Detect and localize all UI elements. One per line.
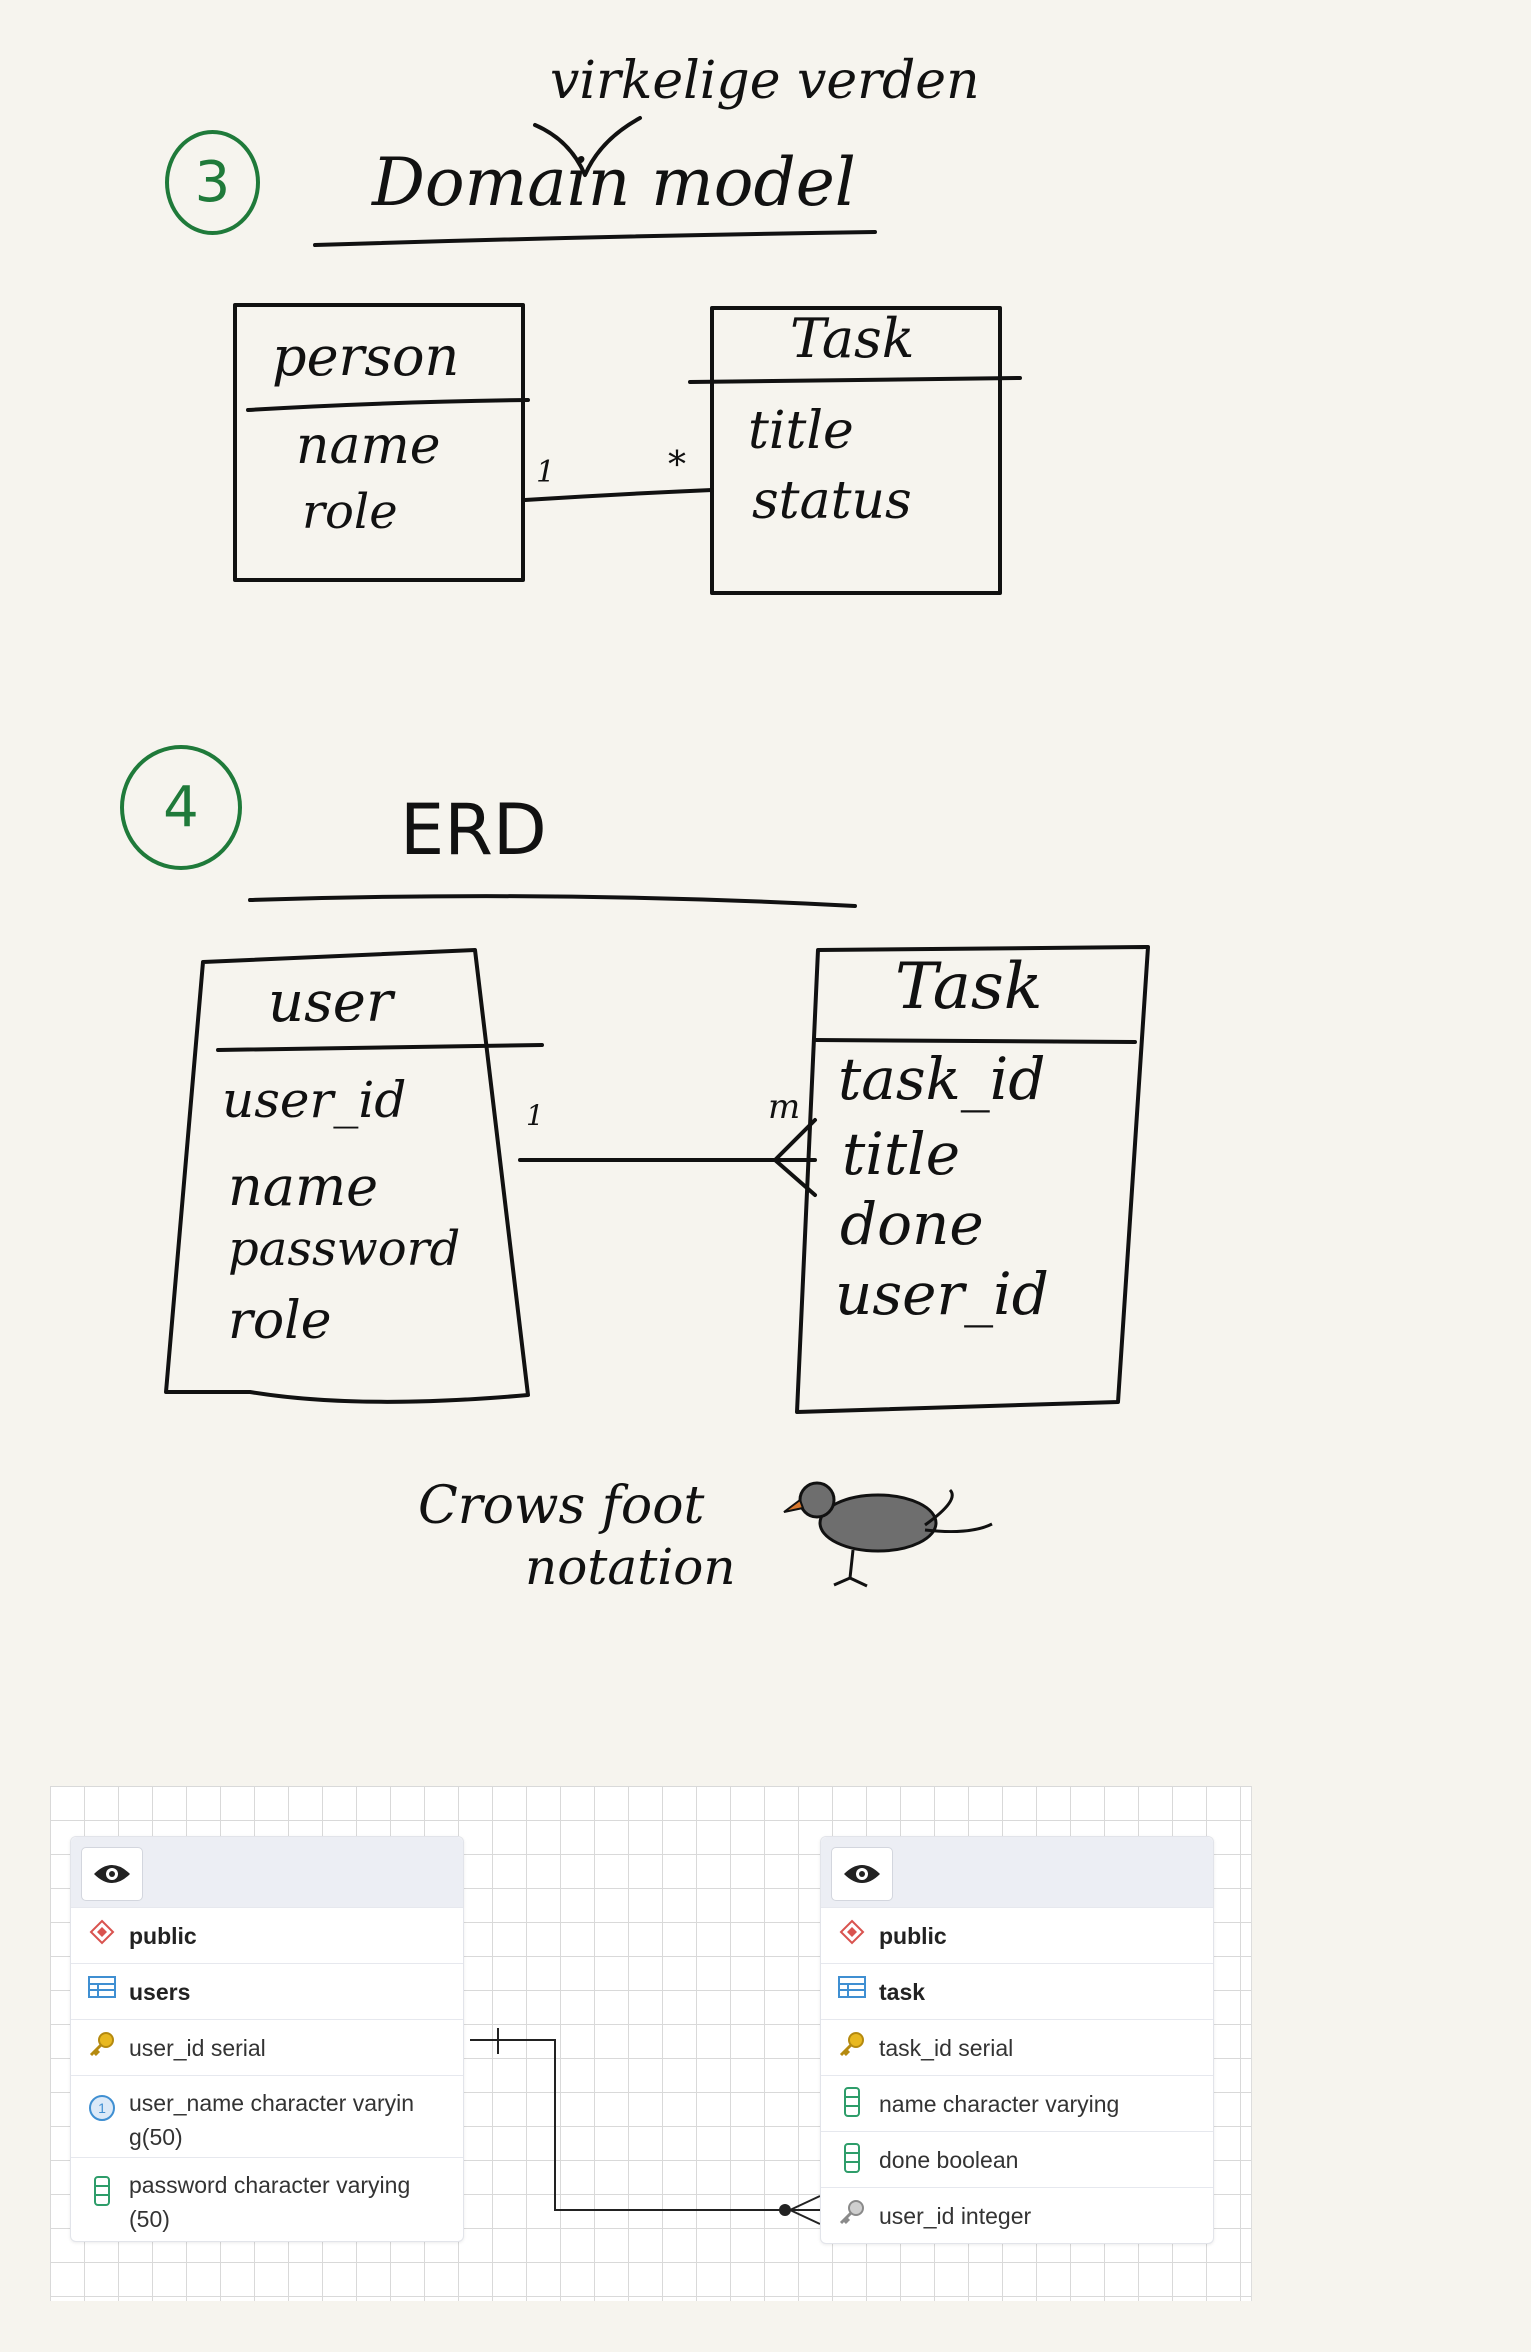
task-divider (688, 376, 1022, 384)
schema-row[interactable]: public (71, 1907, 463, 1963)
person-attr-role: role (302, 484, 398, 540)
sketch-strokes (164, 116, 1150, 1588)
primary-key-icon (85, 2031, 119, 2059)
unique-constraint-icon: 1 (85, 2086, 119, 2122)
person-attr-name: name (296, 416, 441, 476)
column-row[interactable]: done boolean (821, 2131, 1213, 2187)
column-row[interactable]: task_id serial (821, 2019, 1213, 2075)
table-name-row[interactable]: users (71, 1963, 463, 2019)
eye-icon[interactable] (81, 1847, 143, 1901)
multiplicity-many: * (668, 445, 686, 486)
user-attr-name: name (228, 1155, 379, 1218)
table-icon (835, 1975, 869, 1999)
users-table-header (71, 1837, 463, 1907)
schema-icon (835, 1919, 869, 1945)
column-row[interactable]: user_id integer (821, 2187, 1213, 2243)
user-box (164, 948, 530, 1404)
annotation-text: virkelige verden (550, 51, 980, 111)
caption-notation: notation (525, 1538, 736, 1596)
annotation-arrow (533, 116, 642, 177)
task2-attr-done: done (840, 1190, 984, 1258)
task-table[interactable]: public task task_id serial name characte… (820, 1836, 1214, 2244)
foreign-key-icon (835, 2199, 869, 2227)
column-text: task_id serial (879, 2035, 1014, 2061)
person-divider (246, 398, 530, 412)
column-row[interactable]: user_id serial (71, 2019, 463, 2075)
column-text: done boolean (879, 2147, 1019, 2173)
section-3-number: 3 (165, 130, 260, 235)
table-name: task (879, 1979, 926, 2005)
erd-multiplicity-many: m (768, 1087, 801, 1127)
caption-crows-foot: Crows foot (418, 1476, 705, 1536)
bird-doodle (783, 1481, 993, 1588)
task2-box (795, 945, 1150, 1414)
column-text: user_id serial (129, 2035, 266, 2061)
table-name-row[interactable]: task (821, 1963, 1213, 2019)
schema-name: public (879, 1923, 947, 1949)
schema-icon (85, 1919, 119, 1945)
task2-divider (813, 1038, 1137, 1044)
task2-attr-task-id: task_id (838, 1045, 1046, 1113)
column-icon (835, 2087, 869, 2117)
column-text: password character varying (50) (129, 2172, 411, 2232)
column-icon (85, 2168, 119, 2206)
multiplicity-one: 1 (536, 455, 556, 490)
table-icon (85, 1975, 119, 1999)
column-row[interactable]: name character varying (821, 2075, 1213, 2131)
person-entity-name: person (272, 325, 460, 388)
erd-multiplicity-one: 1 (526, 1099, 544, 1132)
svg-text:1: 1 (98, 2100, 106, 2116)
user-attr-user-id: user_id (222, 1071, 407, 1129)
schema-name: public (129, 1923, 197, 1949)
task-attr-status: status (752, 471, 912, 531)
task-entity-name: Task (790, 307, 915, 370)
title-underline (313, 230, 877, 247)
task-box (710, 306, 1002, 595)
relationship-connector (470, 2028, 821, 2225)
column-row[interactable]: password character varying (50) (71, 2157, 463, 2241)
column-text: user_name character varyin g(50) (129, 2090, 415, 2150)
users-table[interactable]: public users user_id serial 1 user_name … (70, 1836, 464, 2242)
user-divider (216, 1043, 544, 1052)
task-attr-title: title (748, 401, 854, 461)
column-row[interactable]: 1 user_name character varyin g(50) (71, 2075, 463, 2157)
association-line (523, 488, 714, 502)
table-name: users (129, 1979, 191, 2005)
column-text: user_id integer (879, 2203, 1032, 2229)
erd-title: ERD (400, 789, 547, 871)
task2-attr-user-id: user_id (835, 1260, 1049, 1328)
person-box (233, 303, 525, 582)
primary-key-icon (835, 2031, 869, 2059)
domain-model-title: Domain model (372, 144, 856, 221)
crows-foot (773, 1118, 817, 1197)
column-icon (835, 2143, 869, 2173)
section-4-number: 4 (120, 745, 242, 870)
schema-row[interactable]: public (821, 1907, 1213, 1963)
eye-icon[interactable] (831, 1847, 893, 1901)
task2-entity-name: Task (895, 950, 1043, 1024)
user-attr-password: password (228, 1221, 461, 1277)
column-text: name character varying (879, 2091, 1120, 2117)
task2-attr-title: title (842, 1120, 961, 1188)
erd-canvas: public users user_id serial 1 user_name … (50, 1786, 1252, 2301)
erd-underline (248, 894, 857, 908)
user-attr-role: role (228, 1291, 332, 1351)
task-table-header (821, 1837, 1213, 1907)
user-entity-name: user (268, 970, 393, 1035)
